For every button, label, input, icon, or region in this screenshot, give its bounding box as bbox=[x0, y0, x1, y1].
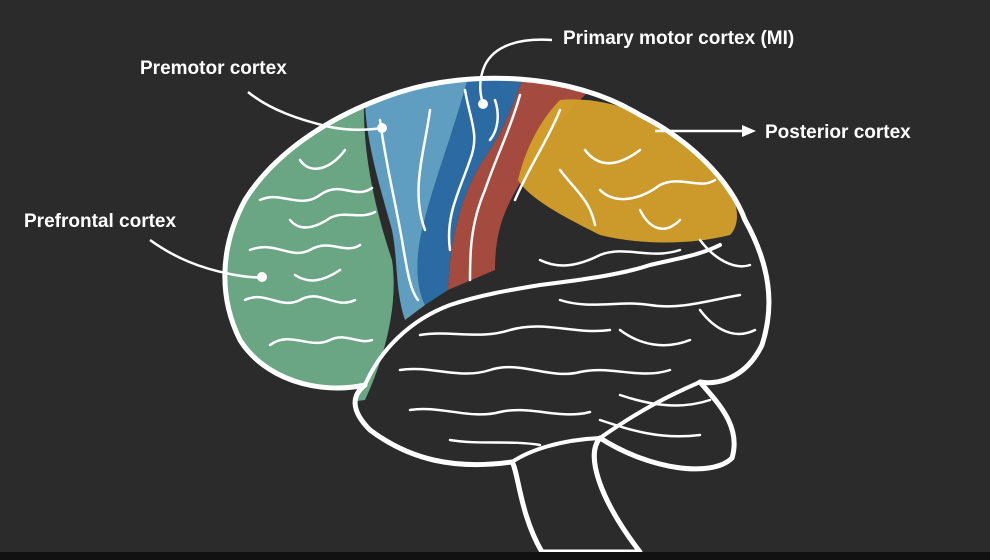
leader-prefrontal bbox=[149, 238, 263, 279]
posterior-region bbox=[518, 99, 737, 243]
label-primary-motor-cortex: Primary motor cortex (MI) bbox=[563, 28, 795, 49]
primary-motor-region bbox=[417, 78, 525, 305]
bottom-edge-bar bbox=[0, 552, 990, 560]
gyri-lines bbox=[243, 88, 757, 447]
leader-dots bbox=[257, 99, 488, 282]
brainstem-line bbox=[510, 436, 602, 464]
posterior-arrow-head bbox=[742, 125, 756, 137]
label-prefrontal-cortex: Prefrontal cortex bbox=[24, 211, 177, 232]
cerebellum-line bbox=[598, 380, 702, 440]
sylvian-fissure bbox=[363, 243, 722, 387]
label-posterior-cortex: Posterior cortex bbox=[765, 122, 911, 143]
leader-primary-motor bbox=[479, 38, 553, 104]
label-premotor-cortex: Premotor cortex bbox=[140, 58, 287, 79]
brain-outline bbox=[222, 75, 772, 555]
leader-premotor bbox=[247, 91, 383, 131]
leader-lines bbox=[149, 38, 745, 279]
